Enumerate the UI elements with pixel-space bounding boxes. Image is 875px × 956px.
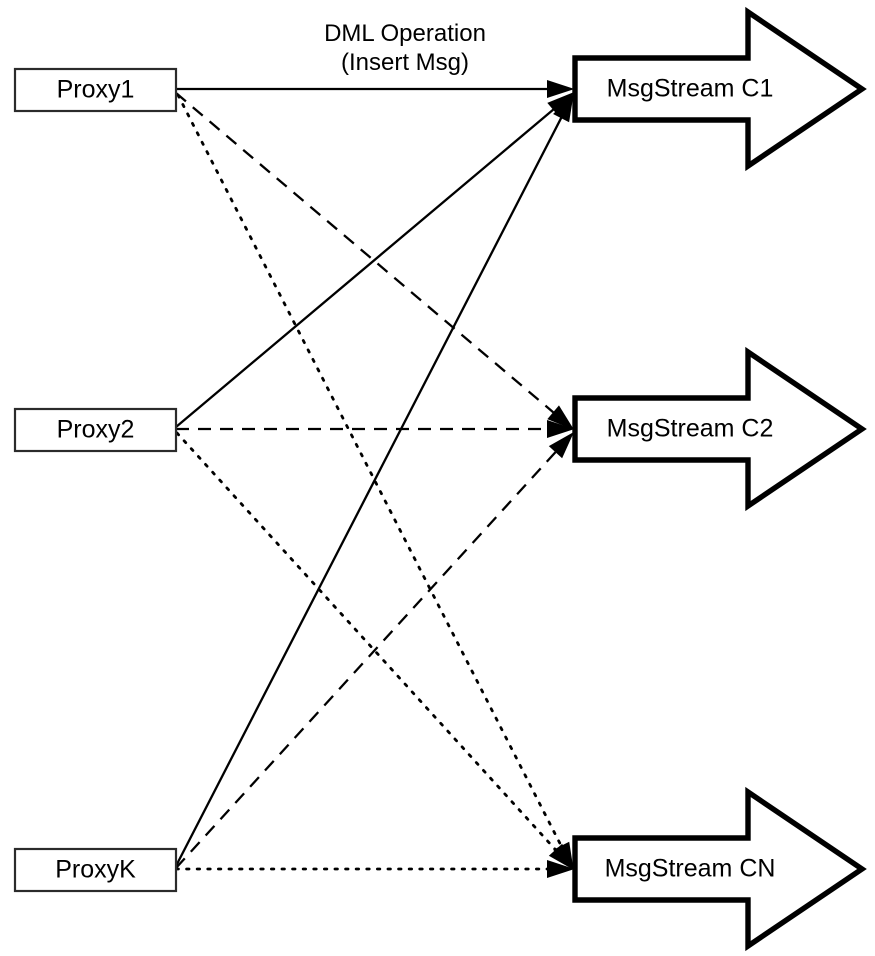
stream-block-arrow-icon	[572, 786, 867, 952]
edge-line-solid	[174, 108, 567, 867]
consumer-stream-stream-cn[interactable]: MsgStream CN	[572, 786, 867, 952]
edge-line-dashed	[175, 444, 563, 869]
edge-line-dotted	[176, 93, 568, 857]
stream-label: MsgStream CN	[605, 855, 776, 883]
edges-layer	[174, 80, 575, 878]
consumer-stream-stream-c2[interactable]: MsgStream C2	[572, 346, 867, 512]
stream-block-arrow-icon	[572, 346, 867, 512]
edge-proxy2-to-c1	[175, 92, 575, 428]
edge-arrowhead-icon	[547, 405, 575, 430]
stream-label: MsgStream C2	[607, 415, 774, 443]
producer-box-outline	[13, 847, 178, 893]
edge-arrowhead-icon	[547, 80, 575, 98]
consumer-streams-layer: MsgStream C1 MsgStream C2 MsgStream CN	[572, 6, 867, 952]
annotation-dml-operation: DML Operation(Insert Msg)	[324, 20, 486, 76]
edge-line-dotted	[175, 431, 564, 859]
producer-label: Proxy2	[57, 416, 135, 444]
producer-node-proxyk[interactable]: ProxyK	[13, 847, 178, 893]
edge-proxyk-to-c2	[175, 431, 575, 869]
producer-node-proxy1[interactable]: Proxy1	[13, 67, 178, 113]
edge-proxy1-to-c2	[175, 92, 575, 430]
edge-proxy2-to-c2	[176, 420, 575, 438]
edge-proxy1-to-c1	[176, 80, 575, 98]
edge-arrowhead-icon	[547, 860, 575, 878]
producer-label: Proxy1	[57, 76, 135, 104]
edge-arrowhead-icon	[547, 420, 575, 438]
edge-arrowhead-icon	[553, 93, 574, 123]
producer-box-outline	[13, 407, 178, 453]
edge-arrowhead-icon	[547, 92, 575, 117]
edge-line-solid	[175, 102, 562, 428]
producer-label: ProxyK	[55, 856, 136, 884]
stream-block-arrow-icon	[572, 6, 867, 172]
annotations-layer: DML Operation(Insert Msg)	[324, 20, 486, 76]
producer-node-proxy2[interactable]: Proxy2	[13, 407, 178, 453]
producer-box-outline	[13, 67, 178, 113]
edge-proxyk-to-cn	[174, 860, 575, 878]
annotation-line-1: DML Operation	[324, 20, 486, 47]
annotation-line-2: (Insert Msg)	[341, 49, 469, 76]
edge-line-dashed	[175, 92, 562, 420]
edge-arrowhead-icon	[548, 431, 575, 459]
edge-proxyk-to-c1	[174, 93, 574, 867]
edge-arrowhead-icon	[548, 843, 575, 871]
edge-proxy2-to-cn	[175, 431, 575, 871]
consumer-stream-stream-c1[interactable]: MsgStream C1	[572, 6, 867, 172]
stream-label: MsgStream C1	[607, 75, 774, 103]
